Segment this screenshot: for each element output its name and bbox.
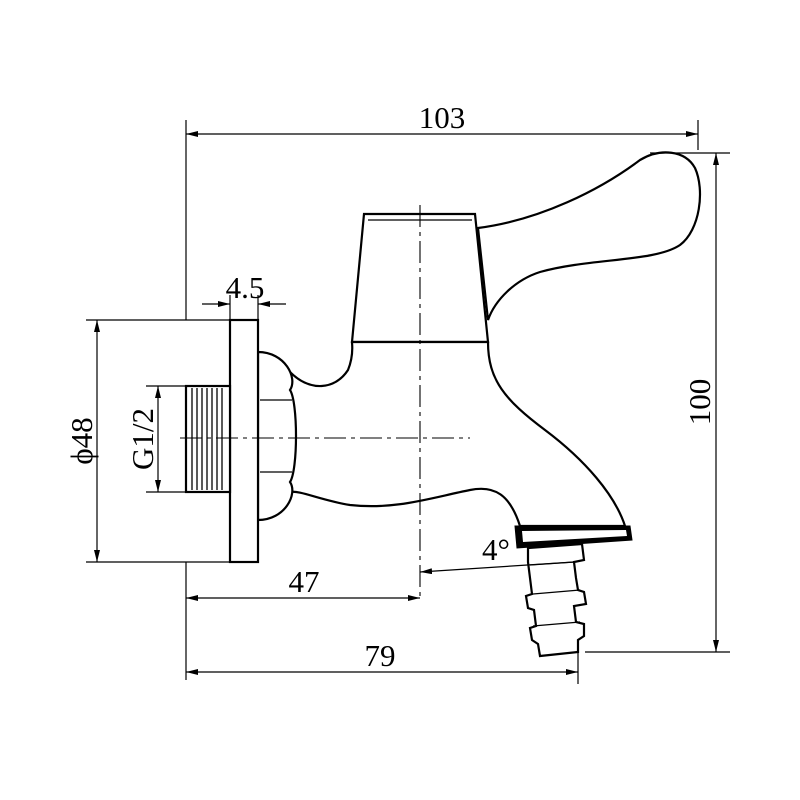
dim-overall-height-label: 100 <box>682 379 717 426</box>
faucet-body-group <box>184 151 702 658</box>
dim-outlet-offset: 79 <box>186 638 579 684</box>
dim-overall-length: 103 <box>185 100 699 320</box>
dim-outlet-offset-label: 79 <box>365 638 396 673</box>
faucet-main-body <box>288 340 627 528</box>
outlet-collar-inner <box>522 530 627 542</box>
wall-flange <box>228 318 260 564</box>
dim-spout-angle: 4° <box>419 532 575 575</box>
connector-groove-2 <box>532 589 581 595</box>
hex-nut <box>256 350 298 522</box>
dim-spout-axis-offset: 47 <box>185 562 420 680</box>
dim-spout-angle-label: 4° <box>482 532 510 567</box>
dim-spout-axis-offset-label: 47 <box>289 564 320 599</box>
thread-lines <box>191 388 223 490</box>
dim-flange-thickness-label: 4.5 <box>226 270 265 305</box>
connector-groove-3 <box>532 621 581 627</box>
dim-flange-diameter-label: ϕ48 <box>64 417 99 464</box>
hose-connector <box>524 542 588 658</box>
dim-overall-length-label: 103 <box>419 100 466 135</box>
thread-body <box>184 384 232 494</box>
dim-overall-height: 100 <box>585 152 730 653</box>
dim-thread-size-label: G1/2 <box>125 408 160 470</box>
dim-flange-diameter: ϕ48 <box>64 319 230 563</box>
dim-flange-thickness: 4.5 <box>202 270 286 320</box>
dim-thread-size: G1/2 <box>125 385 186 493</box>
handle-lever <box>476 151 702 321</box>
